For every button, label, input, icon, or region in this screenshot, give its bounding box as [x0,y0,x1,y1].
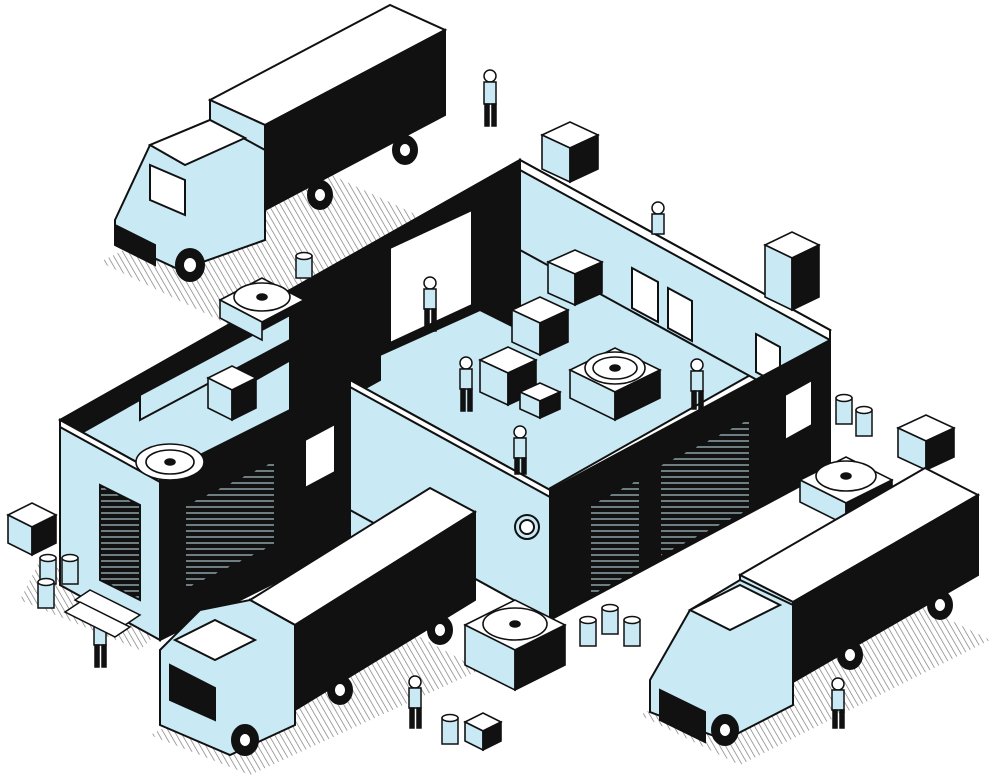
back-wall-windows [631,266,781,387]
barrel [295,251,313,279]
truck-bottom-right [649,466,981,746]
interior-crates [206,249,604,422]
worker [459,356,473,412]
exterior-fan-unit-back [218,277,306,342]
exterior-crates [6,121,956,752]
garage-door-left [184,458,276,592]
crate-stack-top [540,121,600,184]
loading-dock-steps [63,589,142,638]
truck-top-left [114,3,448,282]
front-wall-windows [304,378,813,540]
barrel [601,603,619,635]
worker [483,69,497,127]
interior-fan-unit-left [135,443,205,481]
crate-left [6,502,58,557]
crate-bottom [463,712,503,752]
loading-door-left [99,483,141,602]
interior-fan-unit [568,347,662,422]
truck-bottom-center [159,486,477,757]
worker [831,677,845,729]
worker [408,675,422,729]
barrel [623,615,641,647]
barrels [37,251,873,745]
garage-door-right-2 [659,416,751,559]
exterior-fan-unit-front [463,599,567,692]
garage-doors [99,416,751,602]
worker [513,425,527,475]
crate [510,296,570,357]
garage-door-right-1 [589,476,641,599]
crate [518,382,562,420]
barrel [37,577,55,609]
barrel [855,405,873,437]
crate-stack-right [763,231,821,312]
barrel [61,553,79,585]
barrel [441,713,459,745]
crate-far-right [896,414,956,472]
crate [546,249,604,307]
barrel [39,553,57,585]
worker [651,201,665,235]
worker [423,276,437,332]
barrel [579,615,597,647]
worker [690,358,704,410]
crate [478,346,538,407]
crate [206,365,258,422]
barrel [835,393,853,425]
